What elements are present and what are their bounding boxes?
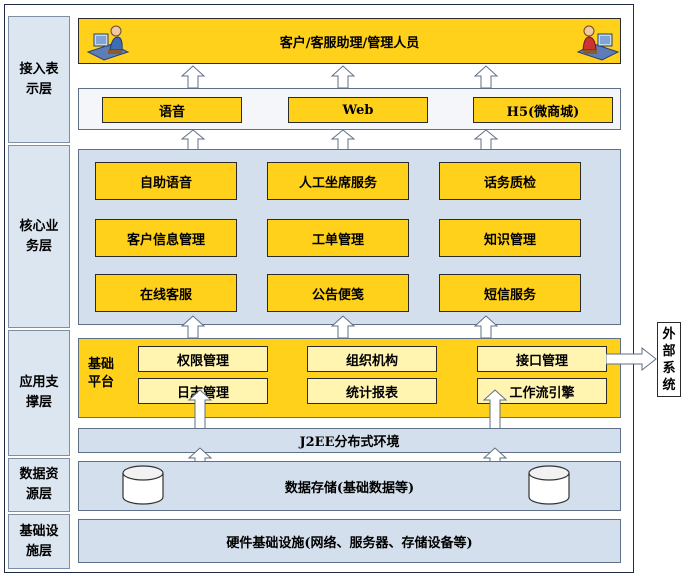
channel-web: Web (288, 97, 428, 123)
layer-label-data: 数据资源层 (8, 458, 70, 512)
user-at-computer-icon (576, 25, 620, 61)
database-cylinder-icon (528, 465, 570, 505)
arrows-users (180, 65, 499, 89)
arrow-to-external (606, 346, 657, 372)
layer-label-support-text: 应用支撑层 (19, 375, 59, 410)
service-agent: 人工坐席服务 (267, 162, 409, 200)
channel-voice: 语音 (102, 97, 242, 123)
layer-label-data-text: 数据资源层 (19, 467, 59, 502)
base-platform-label-line1: 基础 (88, 357, 115, 372)
data-storage-label: 数据存储(基础数据等) (284, 480, 415, 496)
outer-frame (4, 4, 634, 573)
layer-label-access: 接入表示层 (8, 16, 70, 143)
platform-permission: 权限管理 (138, 346, 268, 372)
base-platform-label-line2: 平台 (88, 375, 115, 390)
layer-label-infra: 基础设施层 (8, 514, 70, 569)
platform-interface: 接口管理 (477, 346, 607, 372)
layer-label-access-text: 接入表示层 (19, 61, 59, 97)
service-sms: 短信服务 (439, 274, 581, 312)
platform-stats: 统计报表 (307, 378, 437, 404)
layer-label-support: 应用支撑层 (8, 330, 70, 456)
layer-label-core: 核心业务层 (8, 145, 70, 328)
users-bar (78, 18, 621, 64)
service-notice: 公告便笺 (267, 274, 409, 312)
platform-org: 组织机构 (307, 346, 437, 372)
service-ticket: 工单管理 (267, 219, 409, 257)
service-customer-info: 客户信息管理 (95, 219, 237, 257)
user-at-computer-icon (86, 25, 130, 61)
database-cylinder-icon (122, 465, 164, 505)
external-system-box: 外部系统 (657, 322, 681, 397)
layer-label-infra-text: 基础设施层 (19, 523, 59, 559)
infrastructure-bar: 硬件基础设施(网络、服务器、存储设备等) (78, 519, 621, 563)
channel-h5: H5(微商城) (473, 97, 613, 123)
base-platform-label: 基础 平台 (88, 356, 114, 392)
users-title: 客户/客服助理/管理人员 (279, 36, 420, 51)
service-qc: 话务质检 (439, 162, 581, 200)
service-knowledge: 知识管理 (439, 219, 581, 257)
j2ee-bar: J2EE分布式环境 (78, 428, 621, 453)
arrows-platform (187, 389, 508, 431)
service-online: 在线客服 (95, 274, 237, 312)
arrows-core (180, 315, 499, 339)
layer-label-core-text: 核心业务层 (19, 218, 59, 254)
external-system-label: 外部系统 (662, 326, 676, 393)
service-self-voice: 自助语音 (95, 162, 237, 200)
